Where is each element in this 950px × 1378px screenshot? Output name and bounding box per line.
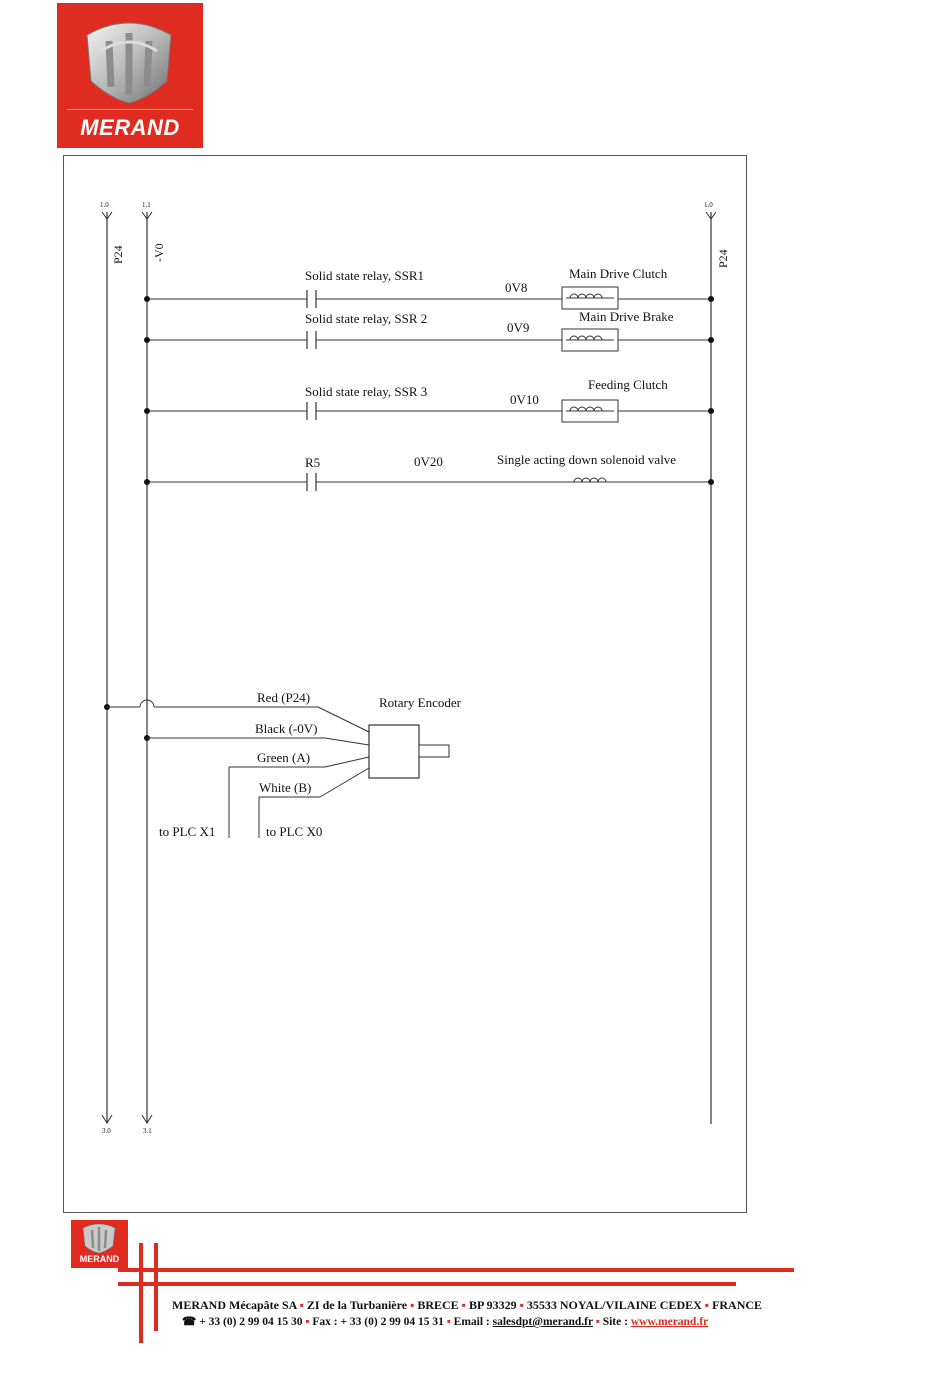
footer-company: MERAND Mécapâte SA <box>172 1298 297 1312</box>
merand-logo: MERAND <box>57 3 203 148</box>
footer-site-link[interactable]: www.merand.fr <box>630 1316 709 1328</box>
telephone-icon: ☎ <box>182 1316 197 1328</box>
footer-rule-lines <box>118 1243 794 1343</box>
merand-shield-logo-small-icon <box>82 1223 116 1254</box>
footer-site-label: Site : <box>602 1316 628 1328</box>
rung-1-load-label: Main Drive Clutch <box>569 266 668 281</box>
rotary-encoder-shaft <box>418 744 450 758</box>
rail-right-top-ref: 1.0 <box>704 201 713 209</box>
rung-r5: R5 0V20 Single acting down solenoid valv… <box>144 452 714 491</box>
rung-ssr3: Solid state relay, SSR 3 0V10 Feeding Cl… <box>144 377 714 423</box>
rung-3-wire-label: 0V10 <box>510 392 539 407</box>
rotary-encoder-body <box>368 724 420 779</box>
rail-right: 1.0 P24 <box>704 201 730 1124</box>
rung-2-wire-label: 0V9 <box>507 320 529 335</box>
footer-address: MERAND Mécapâte SA ▪ ZI de la Turbanière… <box>172 1298 763 1312</box>
diagram-frame <box>63 155 747 1213</box>
rail-left-outer-bottom-ref: 3.0 <box>102 1127 111 1135</box>
footer-address-4: 35533 NOYAL/VILAINE CEDEX <box>526 1298 702 1312</box>
rung-1-contact-label: Solid state relay, SSR1 <box>305 268 424 283</box>
encoder-plc-x0: to PLC X0 <box>266 824 322 839</box>
rung-1-wire-label: 0V8 <box>505 280 527 295</box>
footer-address-3: BP 93329 <box>468 1298 517 1312</box>
footer-logo-text: MERAND <box>79 1254 120 1264</box>
rung-3-load-label: Feeding Clutch <box>588 377 668 392</box>
rung-ssr1: Solid state relay, SSR1 0V8 Main Drive C… <box>144 266 714 310</box>
rail-right-label: P24 <box>716 249 730 268</box>
rail-left-outer: 1.0 3.0 P24 <box>100 201 125 1135</box>
rung-3-contact-label: Solid state relay, SSR 3 <box>305 384 427 399</box>
rail-left-inner-top-ref: 1.1 <box>142 201 151 209</box>
rung-ssr2: Solid state relay, SSR 2 0V9 Main Drive … <box>144 309 714 352</box>
footer-logo: MERAND <box>71 1220 128 1268</box>
rung-4-load-label: Single acting down solenoid valve <box>497 452 676 467</box>
rung-4-wire-label: 0V20 <box>414 454 443 469</box>
rail-left-outer-label: P24 <box>111 245 125 264</box>
footer-address-1: ZI de la Turbanière <box>306 1298 408 1312</box>
rung-2-contact-label: Solid state relay, SSR 2 <box>305 311 427 326</box>
encoder-wire-red: Red (P24) <box>257 690 310 705</box>
encoder-title: Rotary Encoder <box>379 695 462 710</box>
footer-phone: + 33 (0) 2 99 04 15 30 <box>199 1316 303 1328</box>
encoder-wire-white: White (B) <box>259 780 311 795</box>
rail-left-inner: 1.1 3.1 -V0 <box>141 201 166 1135</box>
footer-fax: Fax : + 33 (0) 2 99 04 15 31 <box>312 1316 444 1328</box>
rung-4-contact-label: R5 <box>305 455 320 470</box>
footer-email-link[interactable]: salesdpt@merand.fr <box>492 1316 593 1328</box>
footer-address-2: BRECE <box>417 1298 459 1312</box>
merand-shield-logo-icon <box>86 22 172 104</box>
rail-left-outer-top-ref: 1.0 <box>100 201 109 209</box>
rail-left-inner-label: -V0 <box>152 243 166 262</box>
encoder-wire-black: Black (-0V) <box>255 721 317 736</box>
footer-email-label: Email : <box>453 1316 490 1328</box>
logo-brand-text: MERAND <box>80 115 180 140</box>
rail-left-inner-bottom-ref: 3.1 <box>143 1127 152 1135</box>
logo-divider <box>67 109 193 110</box>
rung-2-load-label: Main Drive Brake <box>579 309 674 324</box>
encoder-plc-x1: to PLC X1 <box>159 824 215 839</box>
footer-address-5: FRANCE <box>712 1298 763 1312</box>
rotary-encoder-section: Rotary Encoder Red (P24) Black (-0V) Gre… <box>104 690 462 839</box>
footer-contact: ☎ + 33 (0) 2 99 04 15 30 ▪ Fax : + 33 (0… <box>182 1316 709 1328</box>
encoder-wire-green: Green (A) <box>257 750 310 765</box>
